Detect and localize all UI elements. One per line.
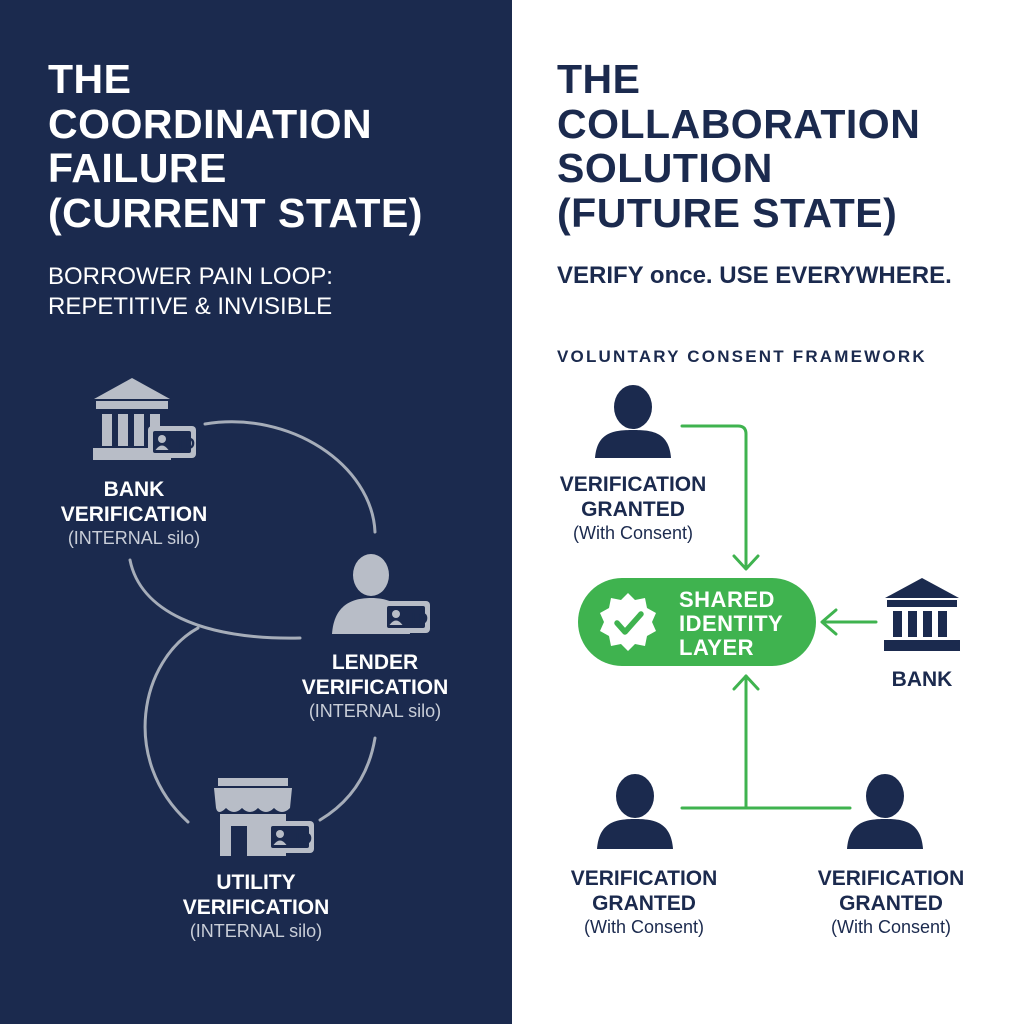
hub-line: IDENTITY xyxy=(679,611,784,636)
subtitle-line: REPETITIVE & INVISIBLE xyxy=(48,293,333,320)
node-name: VERIFICATION xyxy=(182,896,330,919)
connector-line xyxy=(820,608,838,636)
consent-framework-label: VOLUNTARY CONSENT FRAMEWORK xyxy=(557,347,927,366)
node-name: GRANTED xyxy=(839,892,943,915)
node-name: VERIFICATION xyxy=(301,676,449,699)
title-line: FAILURE xyxy=(48,145,227,191)
node-sub: (With Consent) xyxy=(572,523,694,543)
verification-granted-label: VERIFICATION GRANTED (With Consent) xyxy=(806,866,976,939)
loop-arc xyxy=(143,626,200,824)
node-sub: (With Consent) xyxy=(830,917,952,937)
node-sub: (INTERNAL silo) xyxy=(67,528,201,548)
current-state-title: THE COORDINATION FAILURE (CURRENT STATE) xyxy=(48,57,423,235)
node-sub: (INTERNAL silo) xyxy=(189,921,323,941)
lender-verification-label: LENDER VERIFICATION (INTERNAL silo) xyxy=(295,650,455,723)
future-state-title: THE COLLABORATION SOLUTION (FUTURE STATE… xyxy=(557,57,920,235)
title-line: THE xyxy=(557,56,641,102)
hub-line: LAYER xyxy=(679,635,755,660)
title-line: (CURRENT STATE) xyxy=(48,189,423,236)
pain-loop-arcs xyxy=(128,420,377,824)
connector-line xyxy=(732,674,760,691)
node-sub: (With Consent) xyxy=(583,917,705,937)
node-name: VERIFICATION xyxy=(817,867,965,890)
id-badge-text: ID xyxy=(295,829,312,848)
hub-line: SHARED xyxy=(679,587,775,612)
title-line: COORDINATION xyxy=(48,100,373,147)
verification-granted-label: VERIFICATION GRANTED (With Consent) xyxy=(548,472,718,545)
node-name: UTILITY xyxy=(216,871,296,894)
bank-label: BANK xyxy=(891,668,953,691)
node-name: VERIFICATION xyxy=(60,503,208,526)
user-icon xyxy=(595,385,671,458)
verified-badge-icon xyxy=(600,593,656,651)
node-name: GRANTED xyxy=(592,892,696,915)
bank-verification-label: BANK VERIFICATION (INTERNAL silo) xyxy=(54,477,214,550)
loop-arc xyxy=(318,736,377,822)
verify-once-subtitle: VERIFY once. USE EVERYWHERE. xyxy=(557,262,952,289)
id-badge-text: ID xyxy=(411,609,428,628)
title-line: THE xyxy=(48,56,132,102)
subtitle-line: BORROWER PAIN LOOP: xyxy=(48,263,333,290)
verification-granted-label: VERIFICATION GRANTED (With Consent) xyxy=(559,866,729,939)
pain-loop-subtitle: BORROWER PAIN LOOP: REPETITIVE & INVISIB… xyxy=(48,262,333,322)
node-name: VERIFICATION xyxy=(559,473,707,496)
loop-arc xyxy=(128,558,302,640)
title-line: SOLUTION xyxy=(557,145,773,191)
user-icon xyxy=(597,774,673,849)
connector-line xyxy=(680,424,748,570)
loop-arc xyxy=(203,420,377,534)
node-name: GRANTED xyxy=(581,498,685,521)
bank-icon xyxy=(884,578,960,651)
node-sub: (INTERNAL silo) xyxy=(308,701,442,721)
node-name: VERIFICATION xyxy=(570,867,718,890)
future-state-panel xyxy=(512,0,1024,1024)
utility-verification-label: UTILITY VERIFICATION (INTERNAL silo) xyxy=(176,870,336,943)
connector-line xyxy=(732,554,760,571)
user-icon xyxy=(847,774,923,849)
title-line: (FUTURE STATE) xyxy=(557,189,898,236)
node-name: BANK xyxy=(103,478,165,501)
node-name: LENDER xyxy=(331,651,419,674)
id-badge-text: ID xyxy=(178,434,195,453)
hub-label: SHARED IDENTITY LAYER xyxy=(679,588,783,660)
consent-connectors xyxy=(680,424,878,810)
title-line: COLLABORATION xyxy=(557,100,921,147)
